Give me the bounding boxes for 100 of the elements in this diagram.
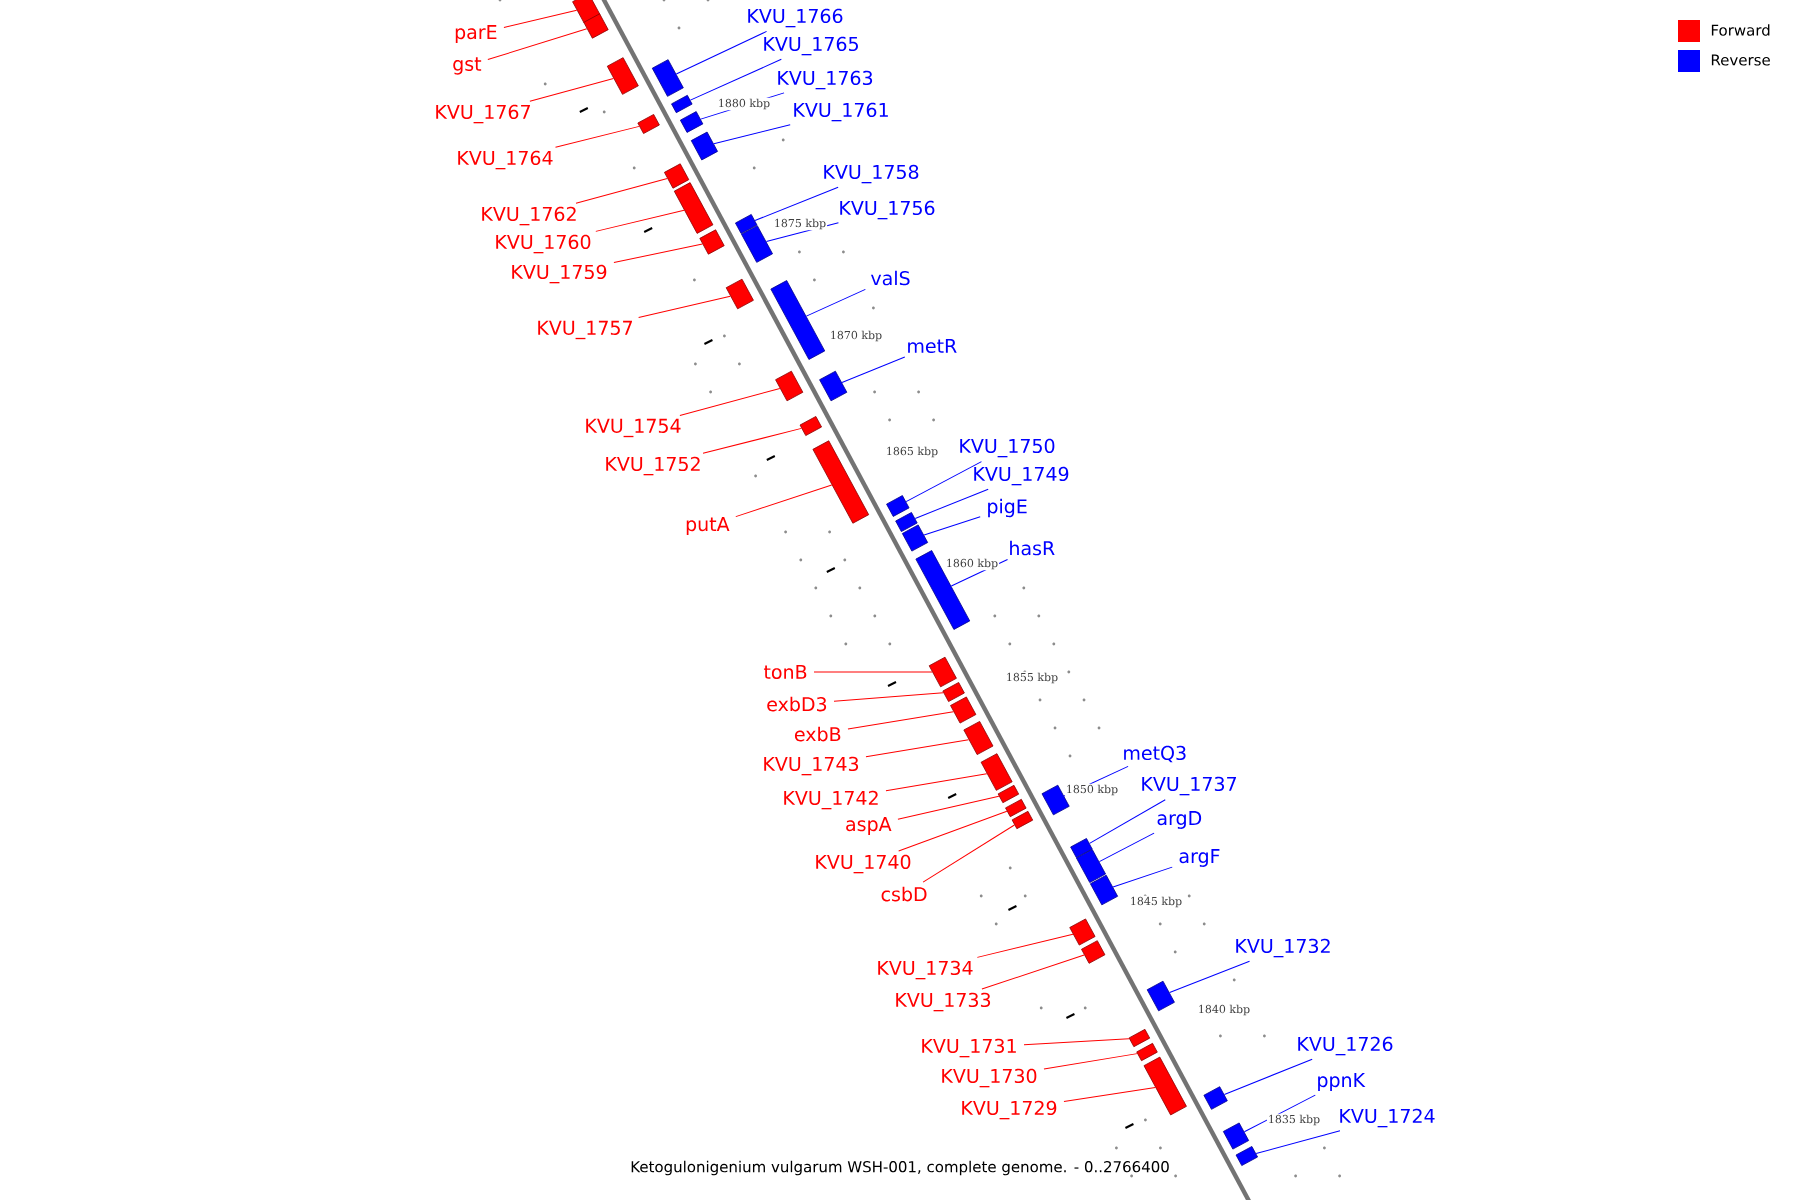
leader-line <box>841 356 906 383</box>
gene-label: KVU_1754 <box>586 418 681 438</box>
gene-bar <box>699 229 725 255</box>
leader-line <box>613 243 703 264</box>
gene-label: KVU_1766 <box>748 8 843 28</box>
gene-label: KVU_1743 <box>764 756 859 776</box>
leader-line <box>833 692 944 702</box>
gene-bar <box>915 550 971 630</box>
leader-line <box>922 824 1015 883</box>
gene-label: argD <box>1157 811 1202 829</box>
gene-bar <box>775 370 804 402</box>
gene-bar <box>770 280 826 360</box>
leader-line <box>595 209 685 232</box>
gene-bar <box>942 682 965 702</box>
gene-label: KVU_1761 <box>794 102 888 122</box>
gene-label: KVU_1750 <box>960 438 1055 458</box>
gene-label: KVU_1724 <box>1340 1108 1435 1128</box>
leader-line <box>675 30 768 75</box>
gene-bar <box>1203 1086 1228 1110</box>
leader-line <box>754 186 839 221</box>
leader-line <box>555 125 640 148</box>
gene-label: metR <box>908 338 957 354</box>
gene-label: KVU_1757 <box>538 320 632 340</box>
gene-bar <box>735 214 758 234</box>
gene-bar <box>895 512 918 532</box>
gene-bar <box>997 784 1020 804</box>
gene-label: KVU_1737 <box>1142 776 1236 796</box>
leader-line <box>1043 1053 1138 1070</box>
leader-line <box>981 954 1085 990</box>
gene-bar <box>583 13 609 39</box>
leader-line <box>1023 1038 1130 1046</box>
gene-bar <box>690 131 718 161</box>
gene-label: KVU_1760 <box>496 234 591 254</box>
gene-bar <box>651 59 684 97</box>
gene-label: KVU_1765 <box>764 36 858 56</box>
gene-bar <box>812 440 870 524</box>
gene-bar <box>637 114 660 134</box>
gene-label: pigE <box>988 498 1027 518</box>
gene-label: parE <box>455 25 497 43</box>
gene-label: putA <box>686 517 730 535</box>
gene-bar <box>1136 1042 1158 1062</box>
gene-bar <box>1005 798 1027 818</box>
gene-bar <box>1081 940 1106 964</box>
leader-line <box>898 810 1008 852</box>
gene-label: KVU_1758 <box>824 164 919 184</box>
gene-bar <box>950 696 977 724</box>
gene-label: gst <box>453 57 482 75</box>
gene-label: KVU_1756 <box>840 200 935 220</box>
leader-line <box>702 427 802 454</box>
leader-line <box>805 288 866 317</box>
gene-label: KVU_1730 <box>942 1068 1037 1088</box>
gene-label: argF <box>1179 849 1220 867</box>
gene-bar <box>725 278 754 310</box>
gene-bar <box>664 163 690 189</box>
gene-label: KVU_1764 <box>458 150 553 170</box>
gene-bar <box>671 94 693 114</box>
gene-label: KVU_1763 <box>778 70 873 90</box>
gene-bar <box>819 370 848 402</box>
leader-line <box>813 671 933 673</box>
leader-line <box>529 78 614 102</box>
gene-bar <box>963 721 994 755</box>
gene-label: exbB <box>794 726 841 742</box>
gene-bar <box>673 182 714 234</box>
gene-label: tonB <box>763 664 807 680</box>
leader-line <box>865 739 970 758</box>
leader-line <box>575 178 668 204</box>
gene-label: ppnK <box>1318 1073 1366 1091</box>
gene-label: KVU_1767 <box>436 104 530 124</box>
gene-label: hasR <box>1010 540 1055 556</box>
gene-label: valS <box>870 270 910 286</box>
gene-label: KVU_1752 <box>606 456 700 476</box>
gene-bar <box>1222 1122 1250 1150</box>
leader-line <box>713 124 791 145</box>
gene-label: KVU_1733 <box>896 992 991 1012</box>
leader-line <box>1169 960 1251 994</box>
gene-bar <box>1128 1028 1151 1048</box>
leader-line <box>885 773 988 792</box>
gene-label: metQ3 <box>1124 745 1186 763</box>
gene-bar <box>901 524 929 552</box>
gene-label: KVU_1762 <box>482 206 576 226</box>
leader-line <box>905 461 982 503</box>
leader-line <box>487 28 588 61</box>
gene-bar <box>886 495 910 517</box>
leader-line <box>914 488 989 519</box>
gene-bar <box>572 0 601 24</box>
gene-bar <box>1090 874 1119 906</box>
gene-label: exbD3 <box>767 696 827 712</box>
leader-line <box>923 516 981 536</box>
gene-bar <box>1070 838 1093 858</box>
leader-line <box>735 484 833 518</box>
gene-label: KVU_1759 <box>512 264 607 284</box>
leader-line <box>1255 1130 1341 1154</box>
leader-line <box>503 9 578 28</box>
gene-label: KVU_1749 <box>974 466 1069 486</box>
gene-label: aspA <box>846 817 892 835</box>
leader-line <box>638 295 731 319</box>
gene-label: KVU_1731 <box>922 1038 1016 1058</box>
gene-bar <box>1069 918 1096 946</box>
gene-bar <box>799 416 822 436</box>
gene-bar <box>1143 1056 1187 1116</box>
